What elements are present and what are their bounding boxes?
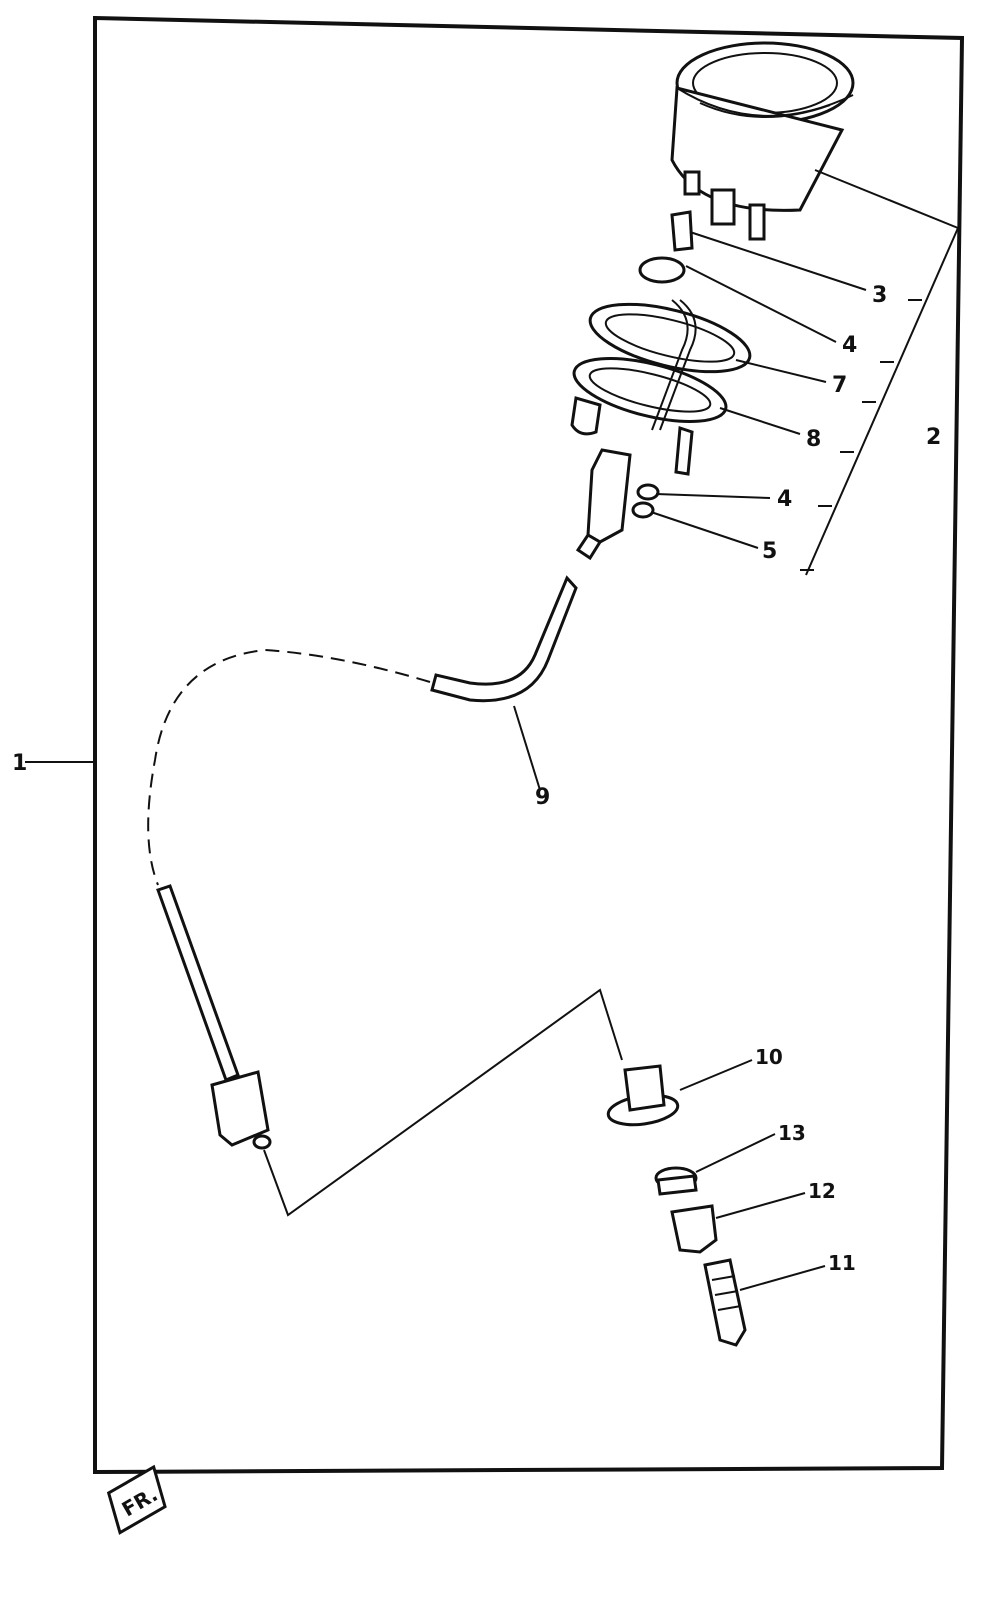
leader-lines xyxy=(25,169,959,1291)
group-bracket-ticks xyxy=(800,299,922,571)
routing-line xyxy=(263,988,623,1217)
callout-1: 1 xyxy=(12,751,27,776)
front-direction-badge: FR. xyxy=(106,1464,167,1535)
meter-assembly xyxy=(570,41,855,561)
callout-11: 11 xyxy=(828,1251,856,1275)
callout-7: 7 xyxy=(832,373,847,398)
callout-12: 12 xyxy=(808,1179,836,1203)
callout-10: 10 xyxy=(755,1045,783,1069)
callout-3: 3 xyxy=(872,283,887,308)
meter-cable xyxy=(147,575,578,1150)
callout-4-upper: 4 xyxy=(842,333,857,358)
meter-gear-unit xyxy=(606,1064,747,1347)
callout-2: 2 xyxy=(926,425,941,450)
callout-13: 13 xyxy=(778,1121,806,1145)
callout-9: 9 xyxy=(535,785,550,810)
callout-8: 8 xyxy=(806,427,821,452)
callout-4-lower: 4 xyxy=(777,487,792,512)
callout-5: 5 xyxy=(762,539,777,564)
assembly-frame xyxy=(93,15,965,1475)
